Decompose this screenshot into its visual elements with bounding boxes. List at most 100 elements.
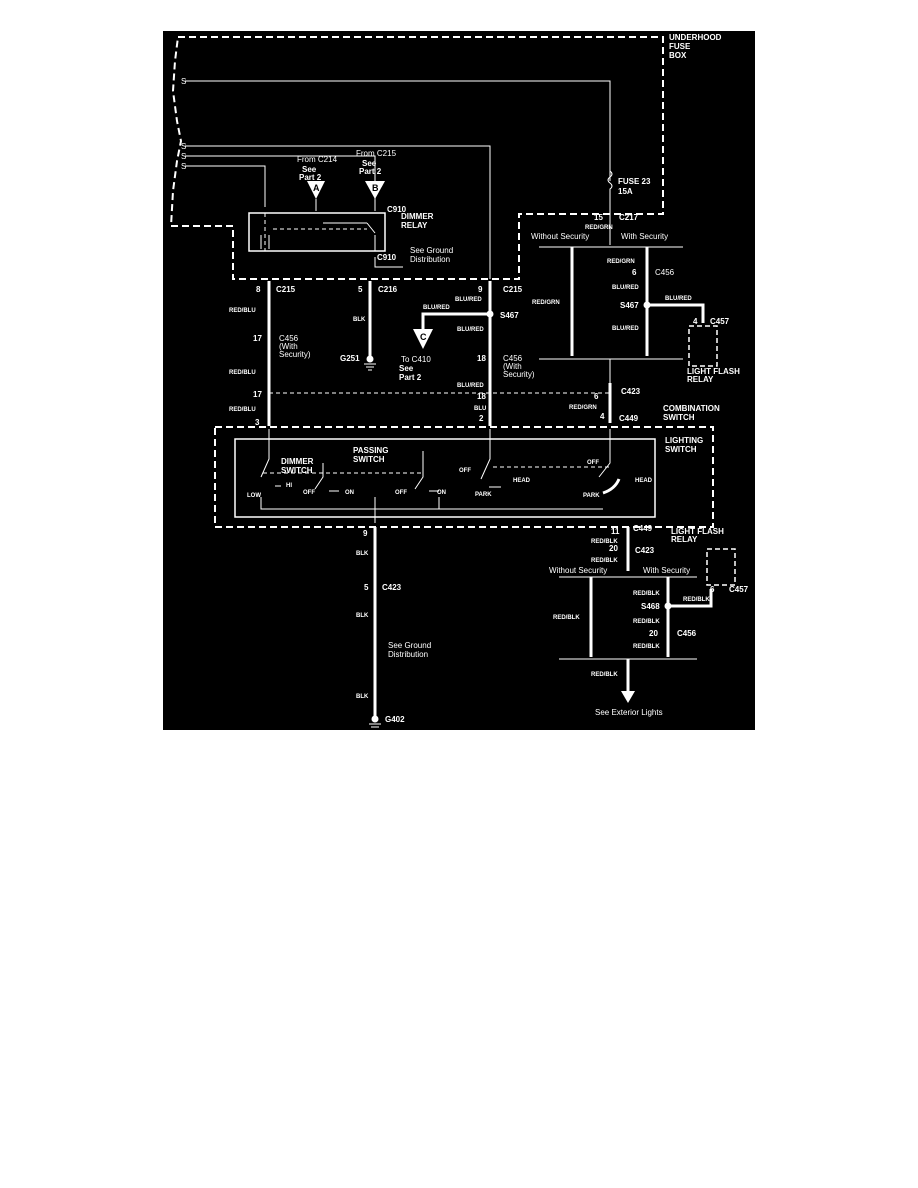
g402-ground-icon <box>369 723 381 728</box>
c215-left: C215 <box>276 285 296 294</box>
combination-switch-label-1: COMBINATION <box>663 404 720 413</box>
wire-red-blu-2: RED/BLU <box>229 370 256 376</box>
see-ground-1a: See Ground <box>410 246 453 255</box>
underhood-fuse-box-label-2: FUSE <box>669 42 691 51</box>
light-flash-relay-label-1b: RELAY <box>687 375 714 384</box>
switch-off-3: OFF <box>459 468 471 474</box>
wire-blu-red-3: BLU/RED <box>612 326 639 332</box>
ref-b-part: Part 2 <box>359 167 382 176</box>
ref-c-to: To C410 <box>401 355 431 364</box>
pin-11: 11 <box>611 527 620 536</box>
passing-switch-label-1: PASSING <box>353 446 388 455</box>
ref-b-see: See <box>362 159 377 168</box>
bus-wire-b <box>185 155 376 199</box>
pin-8: 8 <box>256 285 261 294</box>
see-ground-2a: See Ground <box>388 641 431 650</box>
c456-left: C456 <box>279 334 299 343</box>
wire-red-grn-4: RED/GRN <box>569 405 597 411</box>
c456-bottom: C456 <box>677 629 697 638</box>
with-security-1: With Security <box>621 232 668 241</box>
switch-park-2: PARK <box>583 493 600 499</box>
switch-common-bus <box>260 497 603 510</box>
bus-mark-1: S <box>181 77 186 86</box>
pin-20-a: 20 <box>609 544 618 553</box>
lighting-switch-label-2: SWITCH <box>665 445 697 454</box>
wire-red-blk-2: RED/BLK <box>591 558 618 564</box>
dimmer-switch-contact <box>260 429 281 487</box>
wire-blu: BLU <box>474 406 486 412</box>
pin-20-b: 20 <box>649 629 658 638</box>
underhood-fuse-box-outline <box>169 36 664 280</box>
s467-right: S467 <box>620 301 639 310</box>
c456-left-with: (With <box>279 342 298 351</box>
ref-a-see: See <box>302 165 317 174</box>
dimmer-relay-contact <box>323 222 376 251</box>
c215-right: C215 <box>503 285 523 294</box>
wire-blu-red-5: BLU/RED <box>423 305 450 311</box>
wire-red-blk-7: RED/BLK <box>633 644 660 650</box>
switch-low: LOW <box>247 493 261 499</box>
see-exterior-lights: See Exterior Lights <box>595 708 663 717</box>
with-security-2: With Security <box>643 566 690 575</box>
underhood-fuse-box-label-3: BOX <box>669 51 687 60</box>
wire-red-blk-5: RED/BLK <box>683 597 710 603</box>
c423-right-bottom: C423 <box>635 546 655 555</box>
fuse-23-rating: 15A <box>618 187 633 196</box>
pin-5: 5 <box>358 285 363 294</box>
bus-mark-2: S <box>181 142 186 151</box>
passing-switch-contact-2 <box>414 451 439 492</box>
c910-bottom: C910 <box>377 253 397 262</box>
lighting-switch-contact-2 <box>598 429 611 478</box>
light-flash-relay-label-1a: LIGHT FLASH <box>687 367 740 376</box>
wire-red-blk-8: RED/BLK <box>591 672 618 678</box>
wiring-diagram: UNDERHOOD FUSE BOX S S S S FUSE 23 15A F… <box>163 31 755 730</box>
switch-off-4: OFF <box>587 460 599 466</box>
switch-on-1: ON <box>345 490 354 496</box>
switch-off-2: OFF <box>395 490 407 496</box>
wire-red-blk-4: RED/BLK <box>633 591 660 597</box>
wire-red-blk-1: RED/BLK <box>591 539 618 545</box>
wire-blu-red-4: BLU/RED <box>455 297 482 303</box>
wire-to-c457-2 <box>668 589 713 608</box>
ref-a-from: From C214 <box>297 155 338 164</box>
dimmer-switch-label-2: SWITCH <box>281 466 313 475</box>
c217-label: C217 <box>619 213 639 222</box>
switch-off-1: OFF <box>303 490 315 496</box>
lighting-switch-contact-1 <box>480 429 501 488</box>
g251-node <box>366 355 374 363</box>
wire-c910-ground <box>374 257 403 268</box>
wiring-diagram-svg: UNDERHOOD FUSE BOX S S S S FUSE 23 15A F… <box>169 33 749 728</box>
c910-top: C910 <box>387 205 407 214</box>
dimmer-relay-label-2: RELAY <box>401 221 428 230</box>
light-flash-relay-label-2a: LIGHT FLASH <box>671 527 724 536</box>
see-ground-2b: Distribution <box>388 650 428 659</box>
pin-3: 3 <box>255 418 260 427</box>
ref-a-part: Part 2 <box>299 173 322 182</box>
ref-b-triangle <box>365 181 385 199</box>
ref-c-letter: C <box>420 332 427 342</box>
pin-6-c456: 6 <box>632 268 637 277</box>
bus-wire-relay <box>185 165 266 207</box>
c449-top: C449 <box>619 414 639 423</box>
wire-blk-3: BLK <box>356 613 369 619</box>
g251-label: G251 <box>340 354 360 363</box>
wire-red-blk-6: RED/BLK <box>633 619 660 625</box>
wire-blu-red-6: BLU/RED <box>457 327 484 333</box>
dimmer-switch-label-1: DIMMER <box>281 457 314 466</box>
wire-red-grn-2: RED/GRN <box>532 300 560 306</box>
wire-blk-1: BLK <box>353 317 366 323</box>
wire-blk-2: BLK <box>356 551 369 557</box>
bus-mark-4: S <box>181 162 186 171</box>
wire-red-blk-3: RED/BLK <box>553 615 580 621</box>
pin-4-c449: 4 <box>600 412 605 421</box>
combination-switch-label-2: SWITCH <box>663 413 695 422</box>
wire-blu-red-7: BLU/RED <box>457 383 484 389</box>
wire-blu-red-2: BLU/RED <box>665 296 692 302</box>
switch-head-2: HEAD <box>635 478 653 484</box>
lighting-switch-label-1: LIGHTING <box>665 436 703 445</box>
pin-6-c457: 6 <box>710 585 715 594</box>
ref-b-letter: B <box>372 183 379 193</box>
pin-5-c423: 5 <box>364 583 369 592</box>
pin-17-a: 17 <box>253 334 262 343</box>
pin-17-b: 17 <box>253 390 262 399</box>
